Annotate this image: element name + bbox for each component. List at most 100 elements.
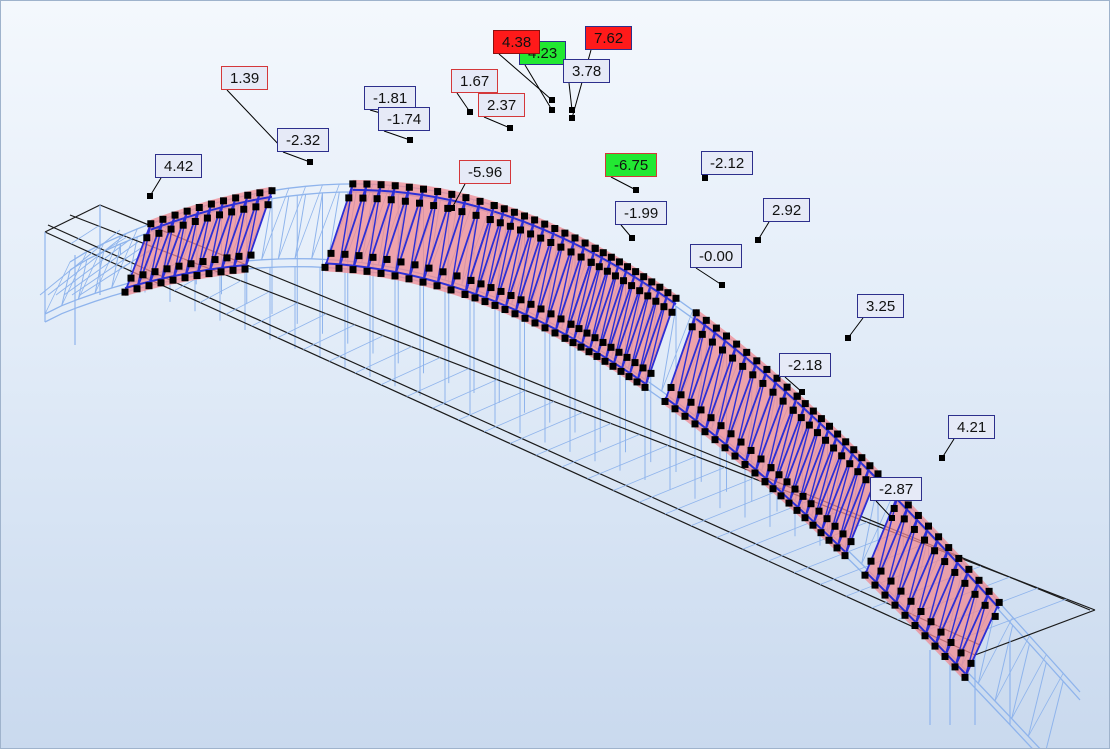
node-marker[interactable] [671,405,679,413]
node-marker[interactable] [927,618,935,626]
result-label[interactable]: 3.25 [857,294,905,318]
node-marker[interactable] [133,285,141,293]
node-marker[interactable] [496,219,504,227]
result-label[interactable]: -0.00 [690,244,743,268]
node-marker[interactable] [448,190,456,198]
result-label[interactable]: 4.38 [493,30,541,54]
node-marker[interactable] [628,282,636,290]
node-marker[interactable] [799,492,807,500]
node-marker[interactable] [527,230,535,238]
node-marker[interactable] [711,436,719,444]
node-marker[interactable] [491,301,499,309]
node-marker[interactable] [363,180,371,188]
node-marker[interactable] [462,194,470,202]
node-marker[interactable] [425,264,433,272]
node-marker[interactable] [631,359,639,367]
node-marker[interactable] [691,420,699,428]
node-marker[interactable] [223,254,231,262]
node-marker[interactable] [490,202,498,210]
node-marker[interactable] [501,306,509,314]
node-marker[interactable] [783,383,791,391]
node-marker[interactable] [433,282,441,290]
node-marker[interactable] [839,530,847,538]
node-marker[interactable] [510,208,518,216]
node-marker[interactable] [228,208,236,216]
node-marker[interactable] [615,258,623,266]
node-marker[interactable] [688,323,696,331]
node-marker[interactable] [557,243,565,251]
node-marker[interactable] [937,628,945,636]
node-marker[interactable] [805,421,813,429]
node-marker[interactable] [985,587,993,595]
result-label[interactable]: -2.32 [277,128,330,152]
node-marker[interactable] [967,659,975,667]
node-marker[interactable] [217,268,225,276]
result-label[interactable]: 7.62 [585,26,633,50]
node-marker[interactable] [595,263,603,271]
node-marker[interactable] [599,249,607,257]
node-marker[interactable] [951,568,959,576]
node-marker[interactable] [874,470,882,478]
node-marker[interactable] [611,272,619,280]
node-marker[interactable] [931,547,939,555]
node-marker[interactable] [783,478,791,486]
node-marker[interactable] [793,392,801,400]
node-marker[interactable] [599,338,607,346]
node-marker[interactable] [511,310,519,318]
node-marker[interactable] [831,522,839,530]
node-marker[interactable] [345,194,353,202]
node-marker[interactable] [931,642,939,650]
node-marker[interactable] [500,205,508,213]
node-marker[interactable] [721,444,729,452]
node-marker[interactable] [641,383,649,391]
node-marker[interactable] [252,203,260,211]
node-marker[interactable] [881,591,889,599]
node-marker[interactable] [741,460,749,468]
node-marker[interactable] [216,211,224,219]
node-marker[interactable] [777,492,785,500]
node-marker[interactable] [991,612,999,620]
node-marker[interactable] [430,202,438,210]
node-marker[interactable] [477,280,485,288]
node-marker[interactable] [175,262,183,270]
node-marker[interactable] [397,258,405,266]
node-marker[interactable] [813,429,821,437]
node-marker[interactable] [753,357,761,365]
node-marker[interactable] [961,673,969,681]
node-marker[interactable] [157,279,165,287]
node-marker[interactable] [850,446,858,454]
node-marker[interactable] [327,249,335,257]
result-label[interactable]: 2.92 [763,198,811,222]
node-marker[interactable] [640,273,648,281]
node-marker[interactable] [846,460,854,468]
node-marker[interactable] [761,478,769,486]
node-marker[interactable] [471,294,479,302]
node-marker[interactable] [862,476,870,484]
node-marker[interactable] [232,194,240,202]
node-marker[interactable] [179,221,187,229]
result-label[interactable]: 1.67 [451,69,499,93]
node-marker[interactable] [207,200,215,208]
node-marker[interactable] [941,558,949,566]
node-marker[interactable] [712,324,720,332]
node-marker[interactable] [910,525,918,533]
node-marker[interactable] [847,538,855,546]
node-marker[interactable] [793,506,801,514]
node-marker[interactable] [789,406,797,414]
node-marker[interactable] [947,638,955,646]
result-label[interactable]: -1.81 [364,86,417,110]
node-marker[interactable] [551,224,559,232]
node-marker[interactable] [747,446,755,454]
node-marker[interactable] [779,397,787,405]
node-marker[interactable] [904,501,912,509]
node-marker[interactable] [487,284,495,292]
node-marker[interactable] [121,288,129,296]
node-marker[interactable] [603,267,611,275]
node-marker[interactable] [921,536,928,544]
node-marker[interactable] [155,229,163,237]
node-marker[interactable] [220,197,228,205]
node-marker[interactable] [825,536,833,544]
node-marker[interactable] [743,348,751,356]
node-marker[interactable] [759,379,767,387]
node-marker[interactable] [644,292,652,300]
